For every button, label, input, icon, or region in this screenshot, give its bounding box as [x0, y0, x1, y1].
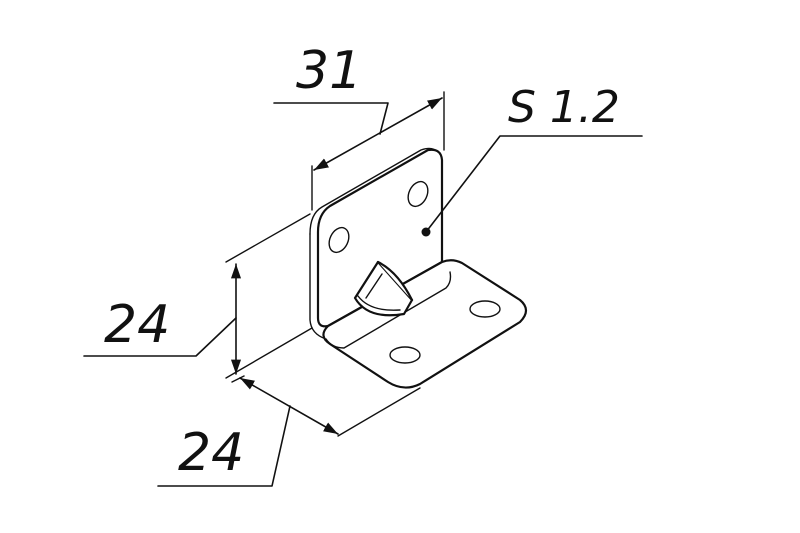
hole-horizontal-left — [389, 346, 421, 364]
dimension-width: 31 — [273, 41, 445, 211]
dimension-width-label: 31 — [296, 41, 362, 101]
dimension-depth: 24 — [157, 375, 421, 487]
thickness-callout: S 1.2 — [425, 82, 643, 233]
hole-horizontal-right — [469, 300, 501, 318]
dimension-height-label: 24 — [104, 295, 170, 355]
hole-vertical-top — [407, 180, 429, 208]
thickness-label: S 1.2 — [508, 82, 620, 133]
dimension-height: 24 — [83, 213, 313, 379]
angle-bracket — [309, 147, 528, 389]
horizontal-flange — [322, 259, 528, 389]
stiffening-rib — [353, 260, 414, 317]
dimension-depth-label: 24 — [178, 423, 244, 483]
hole-vertical-left — [328, 226, 350, 254]
